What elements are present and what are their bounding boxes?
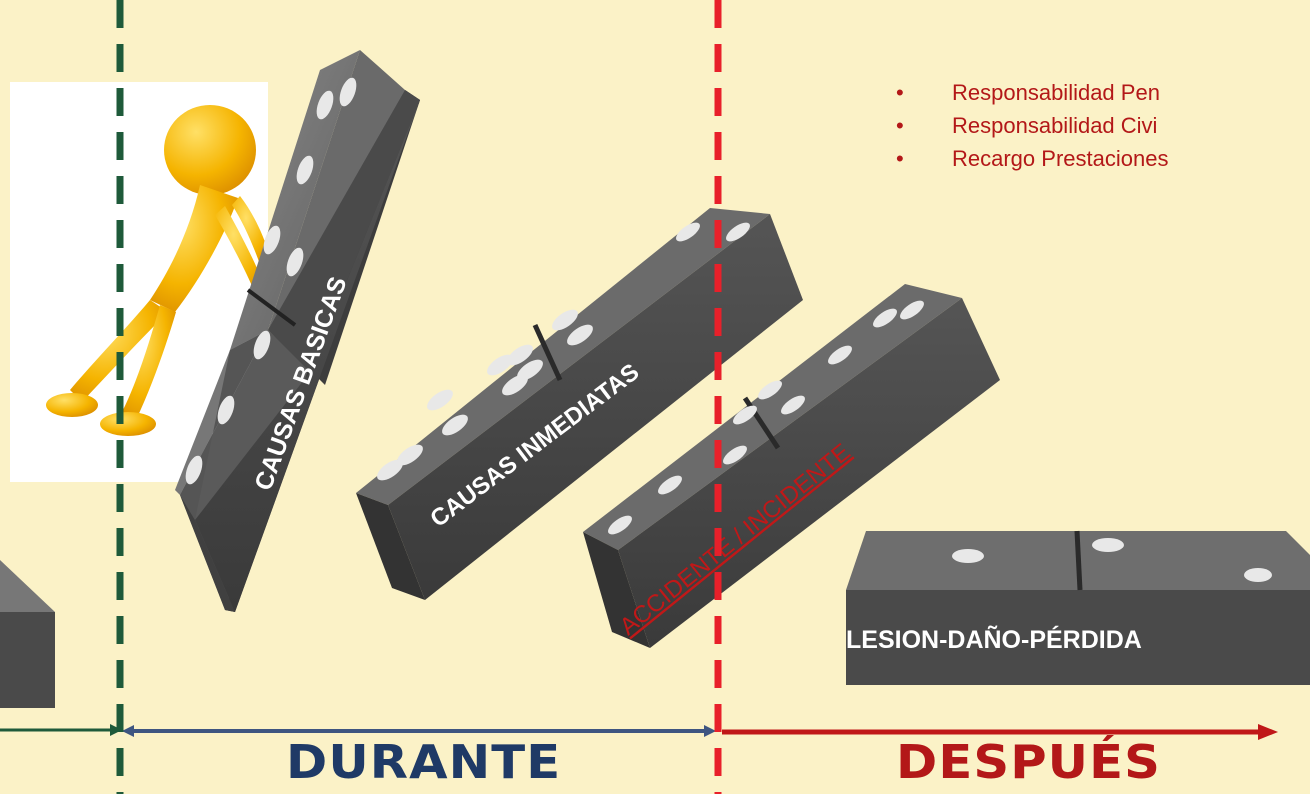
timeline xyxy=(0,724,1278,740)
domino-label-loss: LESION-DAÑO-PÉRDIDA xyxy=(846,624,1142,654)
domino-loss: LESION-DAÑO-PÉRDIDA xyxy=(846,530,1310,685)
consequence-item: Responsabilidad Civi xyxy=(896,109,1168,142)
phase-label-after: DESPUÉS xyxy=(896,735,1161,789)
domino-immediate-causes: CAUSAS INMEDIATAS xyxy=(356,208,803,600)
domino-basic-causes: CAUSAS BASICAS xyxy=(175,50,420,612)
pushing-figure-icon xyxy=(46,105,272,436)
consequences-list: Responsabilidad Pen Responsabilidad Civi… xyxy=(896,76,1168,175)
phase-label-during: DURANTE xyxy=(286,735,562,789)
consequence-item: Recargo Prestaciones xyxy=(896,142,1168,175)
left-domino xyxy=(0,560,55,708)
consequence-item: Responsabilidad Pen xyxy=(896,76,1168,109)
